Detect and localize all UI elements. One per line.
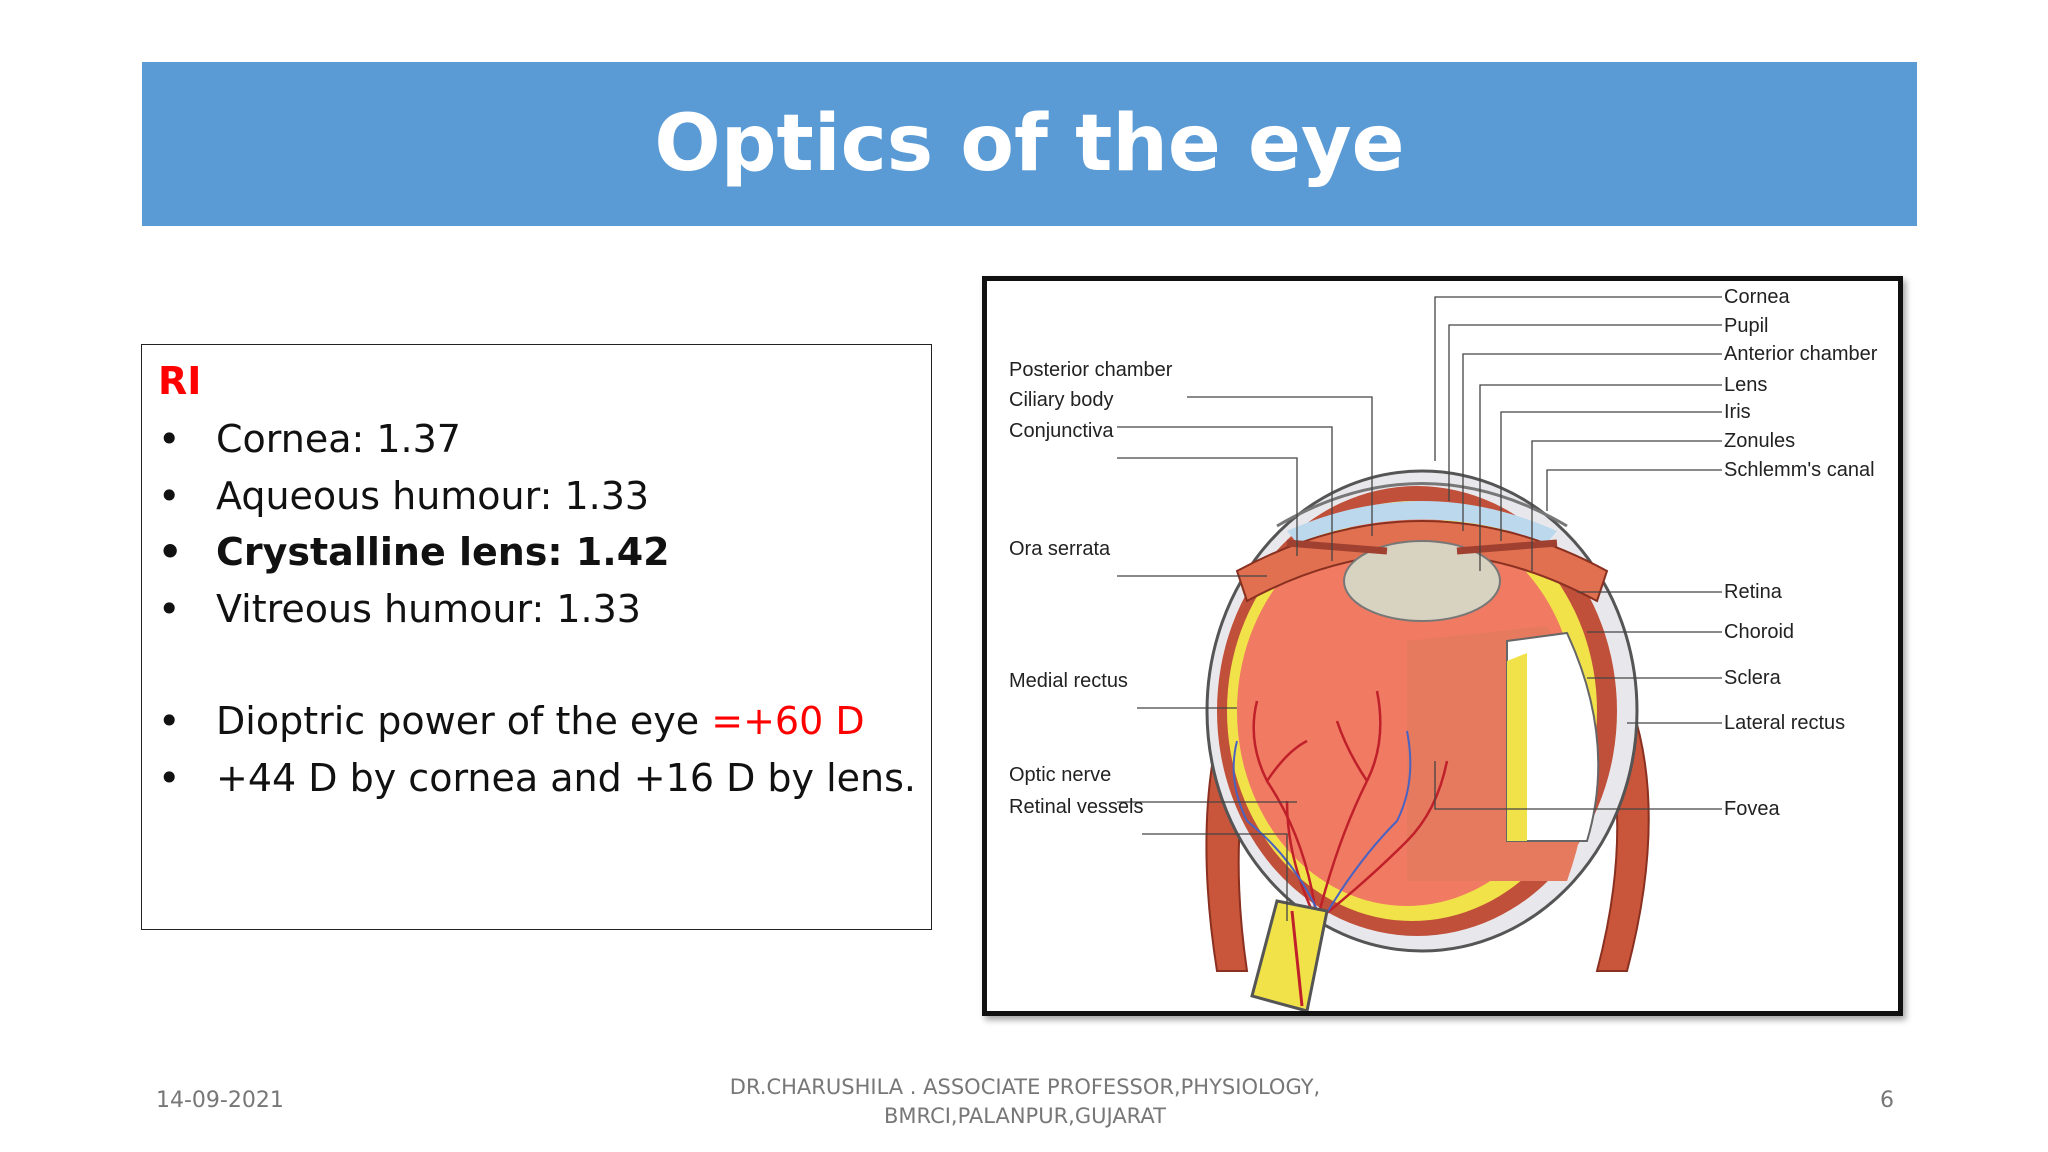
label-sclera: Sclera	[1724, 667, 1782, 689]
label-zonules: Zonules	[1724, 430, 1795, 452]
label-schlemms-canal: Schlemm's canal	[1724, 459, 1875, 481]
label-retina: Retina	[1724, 581, 1783, 603]
bullet-highlight: =+60 D	[711, 699, 865, 743]
slide-number: 6	[1880, 1088, 1894, 1113]
retina-cut	[1507, 653, 1527, 841]
bullet-text: Dioptric power of the eye	[216, 699, 712, 743]
retinal-veins	[1232, 730, 1412, 922]
footer-author-line1: DR.CHARUSHILA . ASSOCIATE PROFESSOR,PHYS…	[729, 1075, 1321, 1099]
retinal-vessels	[1252, 690, 1449, 922]
eye-diagram-svg: Posterior chamber Ciliary body Conjuncti…	[1009, 286, 1878, 1011]
ciliary-body-shape	[1235, 520, 1609, 603]
bullet-dot: •	[158, 699, 181, 743]
eye-diagram: Posterior chamber Ciliary body Conjuncti…	[982, 276, 1903, 1016]
anterior-chamber-shape	[1287, 501, 1557, 543]
bullet-lens: • Crystalline lens: 1.42	[158, 524, 916, 581]
bullet-dot: •	[158, 417, 181, 461]
label-pupil: Pupil	[1724, 315, 1768, 337]
label-cornea: Cornea	[1724, 286, 1790, 308]
bullet-text: +44 D by cornea and +16 D by lens.	[216, 755, 916, 800]
label-ciliary-body: Ciliary body	[1009, 389, 1113, 411]
lens-shape	[1343, 540, 1501, 622]
bullet-text: Aqueous humour: 1.33	[216, 473, 650, 518]
label-medial-rectus: Medial rectus	[1009, 670, 1128, 692]
bullet-text: Crystalline lens: 1.42	[216, 530, 670, 574]
bullet-dot: •	[158, 530, 183, 574]
footer-author: DR.CHARUSHILA . ASSOCIATE PROFESSOR,PHYS…	[690, 1073, 1360, 1131]
central-artery	[1290, 910, 1304, 1007]
bullet-cornea: • Cornea: 1.37	[158, 411, 916, 468]
label-retinal-vessels: Retinal vessels	[1009, 796, 1144, 818]
label-lateral-rectus: Lateral rectus	[1724, 712, 1845, 734]
label-lens: Lens	[1724, 374, 1767, 396]
bullet-text: Cornea: 1.37	[216, 417, 461, 461]
leader-lines	[1117, 296, 1722, 921]
bullet-dot: •	[158, 473, 181, 518]
iris-shape	[1286, 539, 1558, 555]
footer-author-line2: BMRCI,PALANPUR,GUJARAT	[884, 1104, 1166, 1128]
ri-text-box: RI • Cornea: 1.37 • Aqueous humour: 1.33 •…	[141, 344, 932, 930]
ri-heading: RI	[158, 359, 202, 403]
bullet-split: • +44 D by cornea and +16 D by lens.	[158, 750, 916, 807]
bullet-aqueous: • Aqueous humour: 1.33	[158, 468, 916, 525]
optic-nerve-shape	[1250, 899, 1329, 1011]
bullet-list: • Cornea: 1.37 • Aqueous humour: 1.33 • Cry…	[158, 411, 916, 806]
label-choroid: Choroid	[1724, 621, 1794, 643]
label-posterior-chamber: Posterior chamber	[1009, 359, 1173, 381]
label-anterior-chamber: Anterior chamber	[1724, 343, 1878, 365]
label-iris: Iris	[1724, 401, 1751, 423]
label-conjunctiva: Conjunctiva	[1009, 420, 1114, 442]
bullet-text: Vitreous humour: 1.33	[216, 586, 641, 631]
label-fovea: Fovea	[1724, 798, 1780, 820]
cornea-shape	[1276, 482, 1568, 528]
slide-title: Optics of the eye	[654, 99, 1405, 189]
bullet-vitreous: • Vitreous humour: 1.33	[158, 581, 916, 638]
label-ora-serrata: Ora serrata	[1009, 538, 1111, 560]
footer-date: 14-09-2021	[156, 1088, 284, 1113]
title-bar: Optics of the eye	[142, 62, 1917, 226]
bullet-dot: •	[158, 586, 181, 631]
bullet-dioptric: • Dioptric power of the eye =+60 D	[158, 693, 916, 750]
label-optic-nerve: Optic nerve	[1009, 764, 1111, 786]
sclera-cut	[1506, 631, 1600, 842]
bullet-dot: •	[158, 755, 181, 800]
